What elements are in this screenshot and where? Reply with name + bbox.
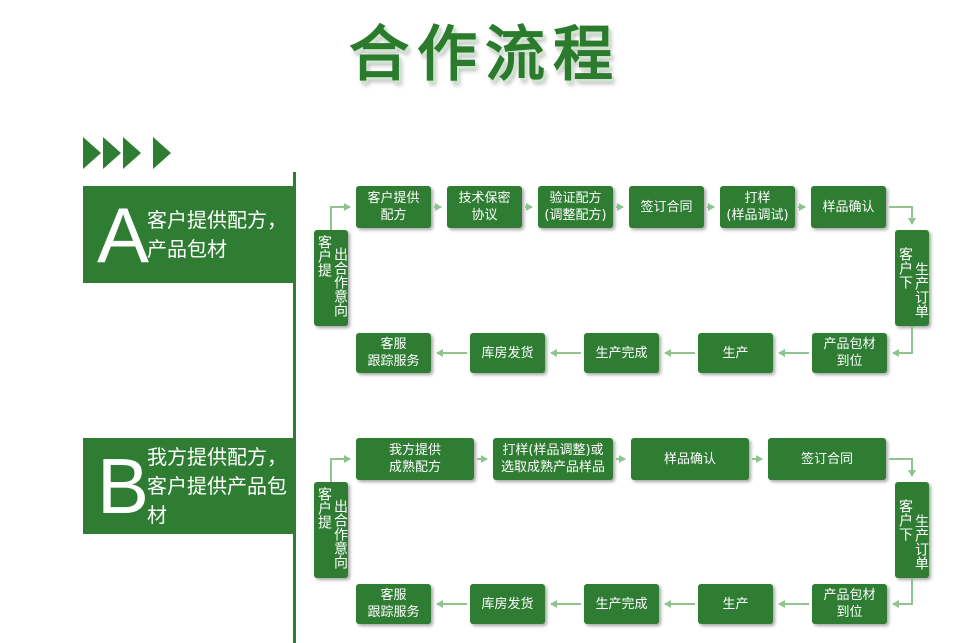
b-customer-intent-box: 客户提 出合作意向 [314,482,348,578]
box-line: 样品确认 [822,199,875,215]
b-customer-order-box: 客户下 生产订单 [895,482,929,578]
box-line: 签订合同 [800,451,853,467]
a-step-provide-formula: 客户提供配方 [356,186,431,228]
chevron-right-icon [123,137,141,169]
a-step-packaging-ready: 产品包材到位 [812,333,887,373]
page-title: 合作流程 [349,20,621,90]
box-line: 签订合同 [640,199,693,215]
box-line: 我方提供 [388,443,441,458]
b-step-production-done: 生产完成 [584,584,659,624]
box-line: 客户提供 [367,191,420,206]
section-a-letter: A [97,190,150,279]
chevron-right-icon [83,137,101,169]
a-right-col-2: 生产订单 [913,262,929,318]
b-step-shipping: 库房发货 [470,584,545,624]
a-step-production-done: 生产完成 [584,333,659,373]
box-line: 客服 [380,588,407,603]
a-step-shipping: 库房发货 [470,333,545,373]
a-step-verify-formula: 验证配方 (调整配方) [538,186,613,228]
section-b-panel: B 我方提供配方，客户提供产品包材 [83,438,295,534]
section-b-letter: B [97,442,150,530]
b-step-production: 生产 [698,584,773,624]
section-a-text: 客户提供配方，产品包材 [147,207,287,261]
box-line: 验证配方 [549,191,602,206]
b-step-our-formula: 我方提供成熟配方 [356,438,474,480]
chevron-right-icon [103,137,121,169]
box-line: 到位 [836,605,863,620]
box-line: 协议 [471,208,498,223]
section-b-text: 我方提供配方，客户提供产品包材 [147,444,287,527]
box-line: (调整配方) [544,208,607,223]
box-line: 样品确认 [663,451,716,467]
b-right-col-2: 生产订单 [913,514,929,570]
box-line: 跟踪服务 [367,354,420,369]
a-customer-order-box: 客户下 生产订单 [895,230,929,326]
a-step-sign-contract: 签订合同 [629,186,704,228]
a-step-nda: 技术保密协议 [447,186,522,228]
box-line: 产品包材 [823,337,876,352]
b-step-sign-contract: 签订合同 [768,438,886,480]
box-line: 生产完成 [595,345,648,361]
b-step-sampling-or-select: 打样(样品调整)或选取成熟产品样品 [493,438,613,480]
box-line: 成熟配方 [388,460,441,475]
a-step-production: 生产 [698,333,773,373]
box-line: (样品调试) [726,208,789,223]
box-line: 到位 [836,354,863,369]
arrow-right-icon [330,203,351,230]
box-line: 打样 [744,191,771,206]
b-left-col-2: 出合作意向 [332,499,348,569]
box-line: 生产 [722,345,749,361]
arrow-left-icon [892,326,913,357]
chevron-right-icon [153,137,171,169]
a-step-customer-service: 客服跟踪服务 [356,333,431,373]
box-line: 客服 [380,337,407,352]
b-right-col-1: 客户下 [897,499,913,541]
a-left-col-2: 出合作意向 [332,247,348,317]
a-customer-intent-box: 客户提 出合作意向 [314,230,348,326]
a-step-sampling: 打样 (样品调试) [720,186,795,228]
arrow-left-icon [892,578,913,608]
section-a-panel: A 客户提供配方，产品包材 [83,186,295,283]
box-line: 配方 [380,208,407,223]
box-line: 库房发货 [481,596,534,612]
box-line: 跟踪服务 [367,605,420,620]
box-line: 技术保密 [458,191,511,206]
a-left-col-1: 客户提 [316,235,332,277]
b-step-packaging-ready: 产品包材到位 [812,584,887,624]
arrow-down-icon [889,206,916,225]
arrow-right-icon [330,455,351,482]
a-right-col-1: 客户下 [897,247,913,289]
box-line: 生产完成 [595,596,648,612]
b-step-sample-confirm: 样品确认 [631,438,749,480]
box-line: 生产 [722,596,749,612]
box-line: 产品包材 [823,588,876,603]
divider-line [293,172,296,643]
b-step-customer-service: 客服跟踪服务 [356,584,431,624]
b-left-col-1: 客户提 [316,487,332,529]
box-line: 库房发货 [481,345,534,361]
a-step-sample-confirm: 样品确认 [811,186,886,228]
box-line: 选取成熟产品样品 [500,460,605,475]
arrow-down-icon [889,458,916,477]
box-line: 打样(样品调整)或 [502,443,604,458]
